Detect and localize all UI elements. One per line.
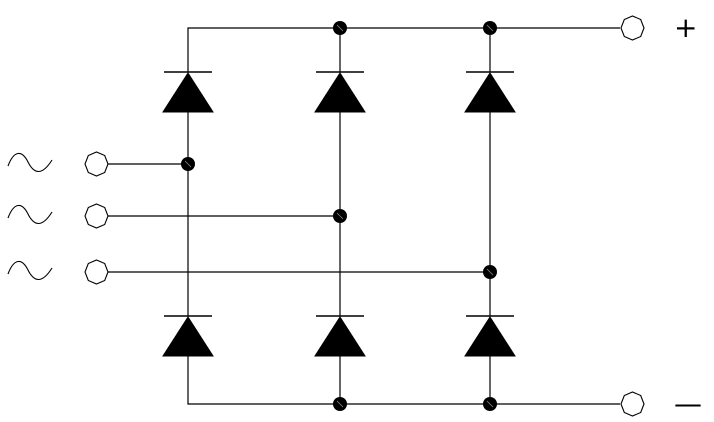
junction-dot (181, 157, 195, 171)
positive-rail (187, 27, 620, 72)
diode-lower-2 (314, 315, 366, 357)
negative-rail (187, 356, 620, 405)
ac-input-2-terminal (84, 203, 109, 229)
diode-upper-3 (464, 71, 516, 113)
diode-upper-1 (162, 71, 214, 113)
sine-wave-icon (7, 260, 53, 281)
junction-dot (333, 397, 347, 411)
positive-terminal (620, 15, 645, 41)
negative-label: — (674, 387, 702, 420)
diode-lower-3 (464, 315, 516, 357)
junction-dot (483, 21, 497, 35)
positive-label: + (674, 11, 697, 44)
sine-wave-icon (7, 152, 53, 173)
junction-dot (483, 265, 497, 279)
junction-dot (333, 209, 347, 223)
negative-terminal (620, 391, 645, 417)
junction-dot (483, 397, 497, 411)
ac-input-1-terminal (84, 151, 109, 177)
junction-dot (333, 21, 347, 35)
diode-upper-2 (314, 71, 366, 113)
sine-wave-icon (7, 204, 53, 225)
diode-lower-1 (162, 315, 214, 357)
ac-input-3-terminal (84, 259, 109, 285)
